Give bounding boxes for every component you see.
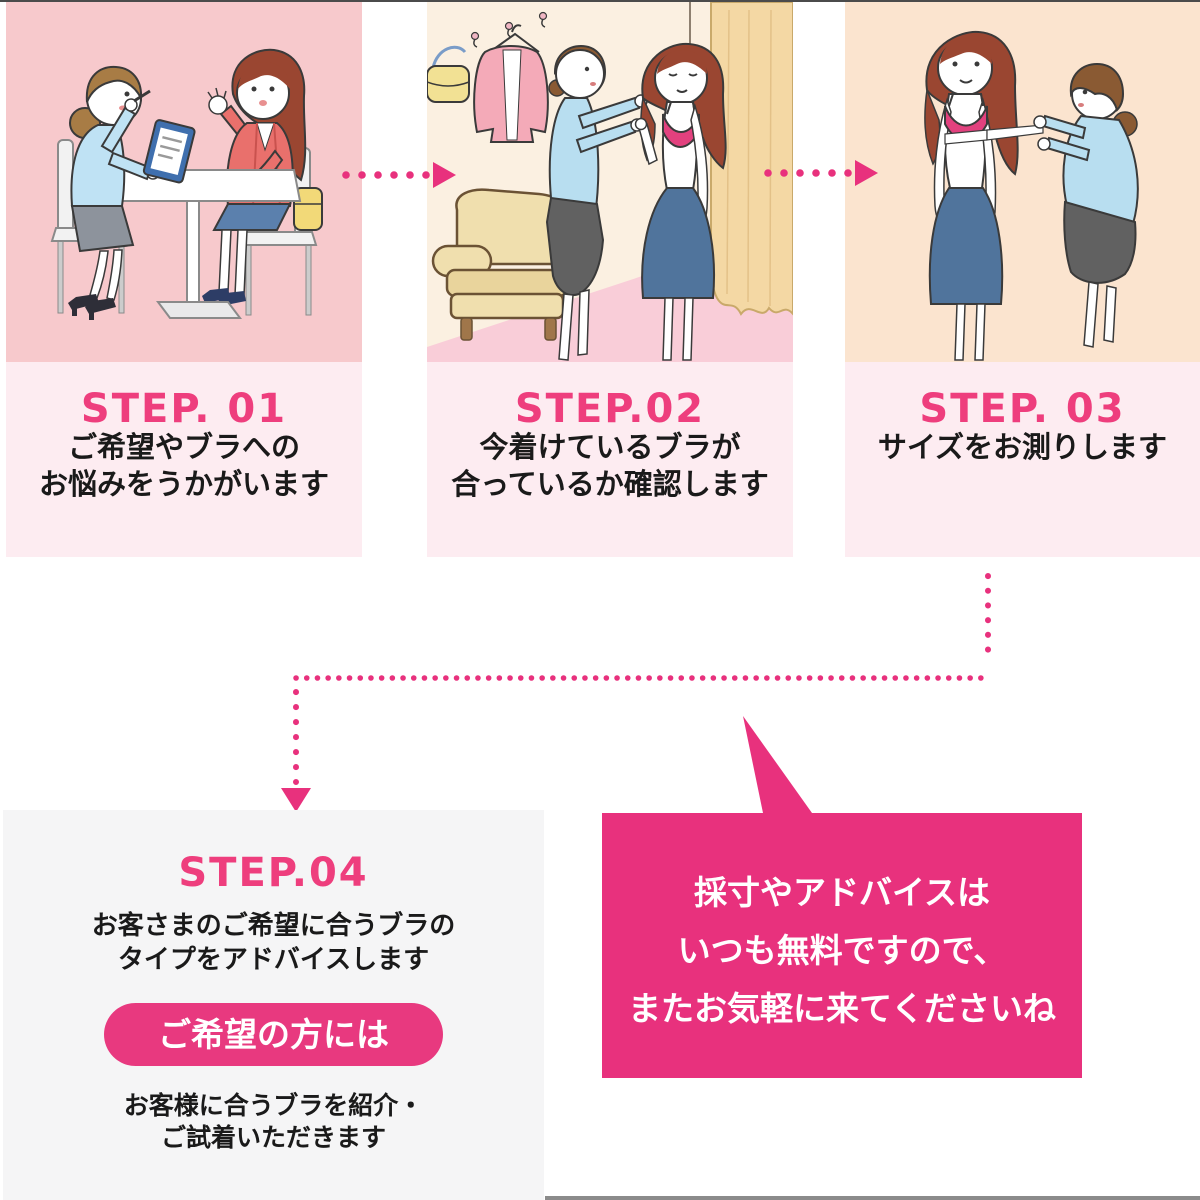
bubble-line2: いつも無料ですので、 <box>677 931 1007 970</box>
step4-label: STEP.04 <box>178 850 369 896</box>
step4-caption-line1: お客さまのご希望に合うブラの <box>91 911 456 941</box>
step1-label: STEP. 01 <box>80 386 288 432</box>
measurement-scene <box>845 2 1200 362</box>
hanging-cardigan <box>473 24 549 143</box>
step3-label: STEP. 03 <box>919 386 1126 432</box>
step4-note-line2: ご試着いただきます <box>160 1123 386 1152</box>
fitting-check-scene <box>427 2 793 362</box>
optional-request-badge: ご希望の方には <box>104 1003 443 1066</box>
armchair <box>431 188 569 341</box>
step3-caption-line1: サイズをお測りします <box>877 430 1168 464</box>
step4-note-line1: お客様に合うブラを紹介・ <box>123 1091 424 1120</box>
clipboard-tablet <box>142 119 196 184</box>
step2-label: STEP.02 <box>514 386 706 432</box>
staff-figure <box>545 44 648 361</box>
top-border-line <box>0 0 1200 2</box>
step2-caption-line2: 合っているか確認します <box>451 467 769 501</box>
hanging-bag <box>427 45 470 103</box>
consultation-scene <box>6 2 362 362</box>
free-service-speech-bubble: 採寸やアドバイスは いつも無料ですので、 またお気軽に来てくださいね <box>602 813 1082 1078</box>
wall-hooks <box>470 11 548 48</box>
step2-caption-line1: 今着けているブラが <box>479 430 741 464</box>
customer-figure <box>634 42 727 361</box>
step3-illustration <box>845 2 1200 362</box>
staff-figure <box>1033 62 1139 348</box>
step1-caption-box: STEP. 01 ご希望やブラへの お悩みをうかがいます <box>6 362 362 557</box>
speech-bubble-tail <box>743 716 812 813</box>
step3-caption-box: STEP. 03 サイズをお測りします <box>845 362 1200 557</box>
bubble-line3: またお気軽に来てくださいね <box>627 989 1056 1028</box>
bottom-border-line <box>545 1196 1200 1200</box>
bubble-line1: 採寸やアドバイスは <box>693 873 990 912</box>
step2-caption-box: STEP.02 今着けているブラが 合っているか確認します <box>427 362 793 557</box>
arrow-down-icon <box>281 788 311 812</box>
step4-box: STEP.04 お客さまのご希望に合うブラの タイプをアドバイスします ご希望の… <box>3 810 544 1200</box>
step1-caption-line1: ご希望やブラへの <box>67 430 300 464</box>
dotted-arrow-right-icon <box>764 160 878 186</box>
step1-illustration <box>6 2 362 362</box>
step2-illustration <box>427 2 793 362</box>
customer-figure <box>924 30 1044 361</box>
dotted-arrow-right-icon <box>342 162 456 188</box>
staff-figure <box>68 65 196 320</box>
step4-caption-line2: タイプをアドバイスします <box>117 945 430 975</box>
measuring-tape <box>944 124 1044 145</box>
step1-caption-line2: お悩みをうかがいます <box>38 467 329 501</box>
